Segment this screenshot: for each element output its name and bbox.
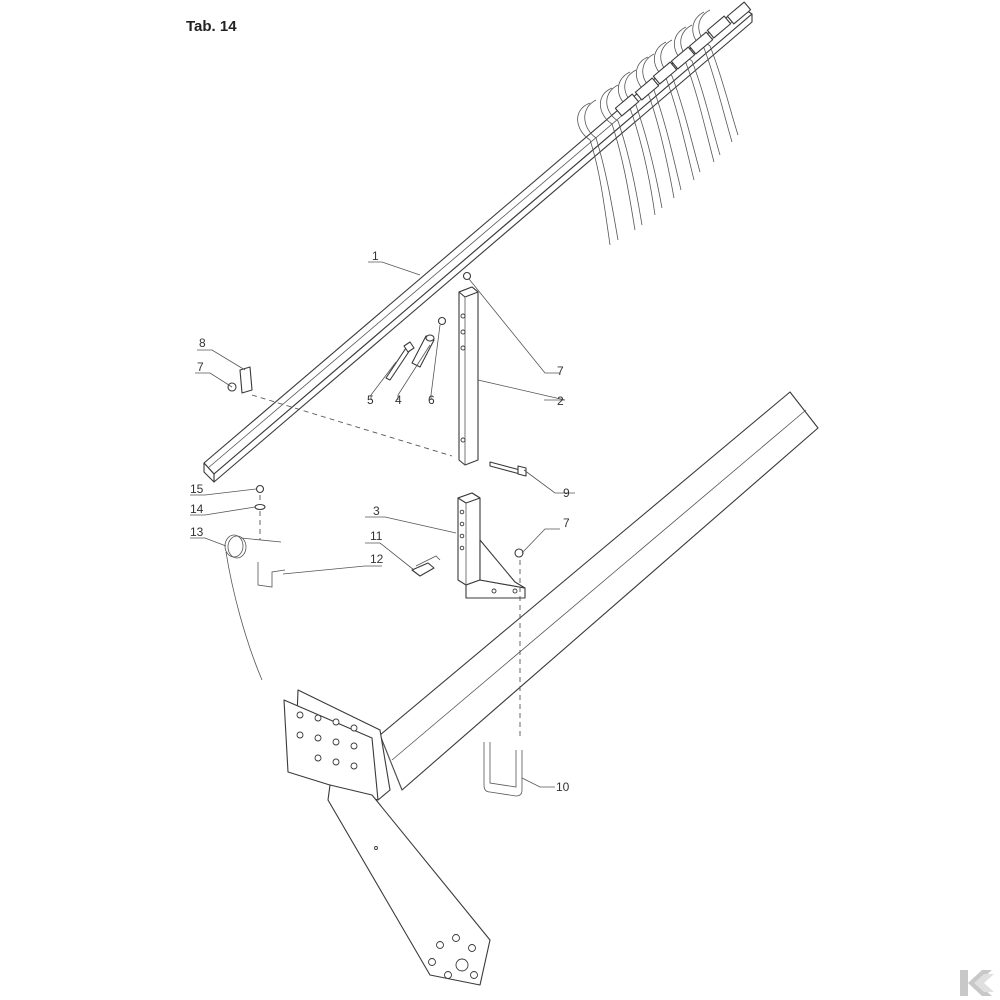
leader-lines (190, 261, 575, 788)
upright-post-part-2 (458, 286, 479, 466)
callout-7-bracket: 7 (563, 516, 570, 530)
callout-1: 1 (372, 249, 379, 263)
nut-part-7a (462, 271, 472, 281)
fasteners (227, 271, 527, 577)
washer-part-14 (254, 503, 266, 511)
callout-7-left: 7 (197, 360, 204, 374)
callout-12: 12 (370, 552, 384, 566)
square-tube-part-1 (203, 5, 753, 483)
assembly-lines (251, 394, 521, 740)
hook-pin-part-12 (257, 562, 286, 588)
callout-4: 4 (395, 393, 402, 407)
spring-tine-part-13 (224, 534, 282, 681)
clip-part-11 (411, 562, 435, 577)
callout-9: 9 (563, 486, 570, 500)
callout-14: 14 (190, 502, 204, 516)
callout-7-top: 7 (557, 364, 564, 378)
bolt-part-5 (385, 347, 411, 381)
nut-part-6 (437, 316, 447, 326)
nut-part-15 (255, 484, 265, 494)
u-bolt-part-10 (483, 742, 523, 797)
nut-part-7c (514, 548, 524, 558)
bolt-part-9 (489, 461, 521, 475)
main-beam (379, 391, 819, 791)
callout-13: 13 (190, 525, 204, 539)
spring-tines (577, 1, 752, 246)
callout-8: 8 (199, 336, 206, 350)
callout-6: 6 (428, 393, 435, 407)
end-plate-assembly (283, 689, 491, 986)
callout-3: 3 (373, 504, 380, 518)
callout-5: 5 (367, 393, 374, 407)
callout-labels: 1 2 3 4 5 6 7 7 7 8 9 10 11 12 13 14 15 (190, 249, 570, 794)
base-bracket-part-3 (457, 492, 526, 599)
clamp-plate-part-8 (239, 366, 253, 394)
callout-10: 10 (556, 780, 570, 794)
brand-k-logo-icon (960, 970, 994, 996)
callout-11: 11 (370, 529, 383, 543)
callout-2: 2 (557, 394, 564, 408)
diagram-title: Tab. 14 (186, 18, 237, 35)
callout-15: 15 (190, 482, 204, 496)
